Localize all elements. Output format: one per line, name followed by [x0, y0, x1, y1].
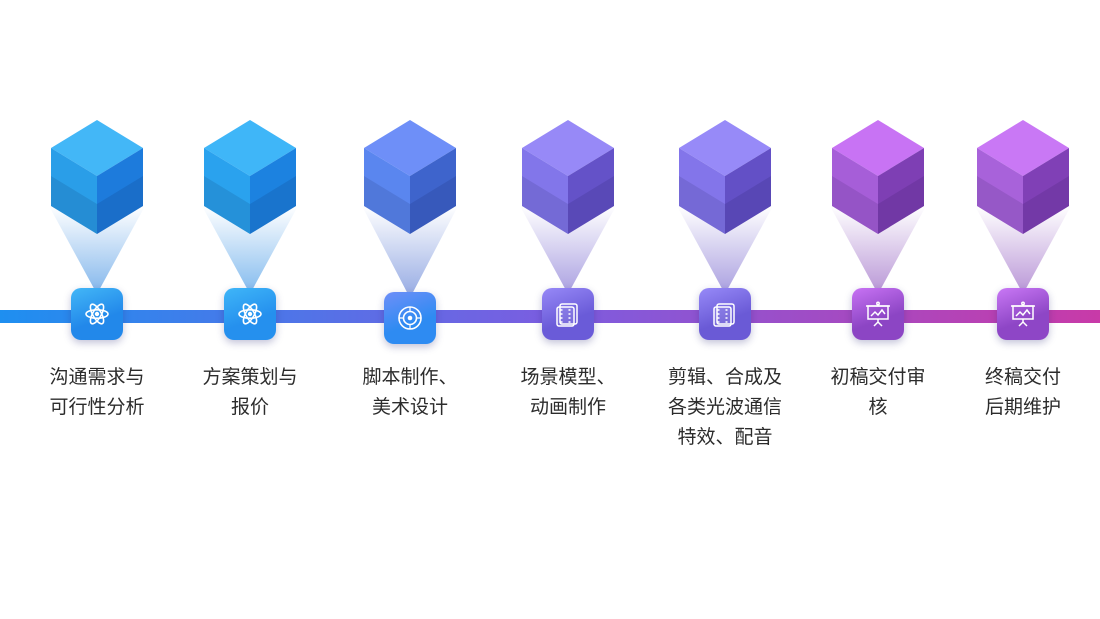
- cube-icon: [364, 120, 456, 234]
- cube-icon: [832, 120, 924, 234]
- step-label: 初稿交付审核: [798, 362, 958, 422]
- presentation-icon: [1011, 301, 1035, 327]
- presentation-icon: [866, 301, 890, 327]
- step-icon-tile: [384, 292, 436, 344]
- step-label: 沟通需求与可行性分析: [17, 362, 177, 422]
- atom-icon: [238, 303, 262, 325]
- film-icon: [556, 303, 578, 327]
- cube-icon: [51, 120, 143, 234]
- light-beam: [362, 206, 458, 298]
- step-label-line: 报价: [230, 396, 269, 418]
- cube-icon: [522, 120, 614, 234]
- atom-icon: [85, 303, 109, 325]
- step-label-line: 脚本制作、: [362, 366, 458, 388]
- step-icon-tile: [224, 288, 276, 340]
- step-label-line: 方案策划与: [202, 366, 298, 388]
- step-label-line: 美术设计: [371, 396, 448, 418]
- step-graphics: [49, 120, 1071, 298]
- step-label-line: 剪辑、合成及: [667, 366, 782, 388]
- step-label-line: 终稿交付: [984, 366, 1061, 388]
- step-icon-tile: [997, 288, 1049, 340]
- light-beam: [975, 206, 1071, 294]
- step-label: 场景模型、动画制作: [488, 362, 648, 422]
- step-label-line: 可行性分析: [49, 396, 145, 418]
- step-label-line: 动画制作: [529, 396, 606, 418]
- light-beam: [520, 206, 616, 294]
- step-label-line: 后期维护: [984, 396, 1061, 418]
- step-icon-tile: [71, 288, 123, 340]
- light-beam: [677, 206, 773, 294]
- step-label: 脚本制作、美术设计: [330, 362, 490, 422]
- step-icon-tile: [542, 288, 594, 340]
- light-beam: [202, 206, 298, 294]
- step-label: 终稿交付后期维护: [943, 362, 1100, 422]
- step-label-line: 特效、配音: [677, 426, 773, 448]
- step-label-line: 核: [868, 396, 888, 418]
- step-label-line: 场景模型、: [520, 366, 616, 388]
- step-icon-tile: [852, 288, 904, 340]
- film-icon: [713, 303, 735, 327]
- light-beam: [830, 206, 926, 294]
- step-label-line: 初稿交付审: [830, 366, 926, 388]
- cube-icon: [204, 120, 296, 234]
- step-label: 剪辑、合成及各类光波通信特效、配音: [645, 362, 805, 452]
- step-label: 方案策划与报价: [170, 362, 330, 422]
- step-label-line: 各类光波通信: [667, 396, 782, 418]
- cube-icon: [977, 120, 1069, 234]
- target-icon: [398, 306, 422, 330]
- step-label-line: 沟通需求与: [49, 366, 145, 388]
- step-icon-tile: [699, 288, 751, 340]
- cube-icon: [679, 120, 771, 234]
- light-beam: [49, 206, 145, 294]
